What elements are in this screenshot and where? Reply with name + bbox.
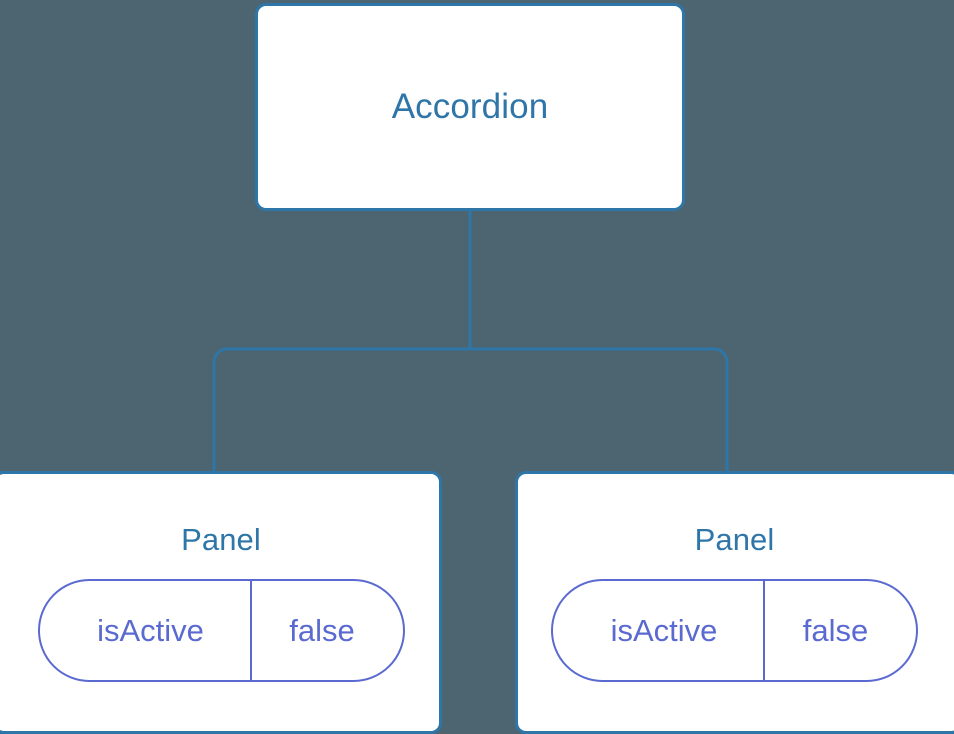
node-accordion-title: Accordion: [391, 87, 549, 126]
edge-root-to-panel-0: [212, 347, 470, 474]
node-panel-1-state-value: false: [802, 612, 869, 648]
node-accordion[interactable]: Accordion: [255, 3, 685, 211]
edge-root-to-panel-1: [470, 347, 729, 474]
node-panel-0-state-pill[interactable]: isActive false: [37, 579, 405, 682]
node-panel-1[interactable]: Panel isActive false: [515, 471, 954, 734]
node-panel-1-state-pill[interactable]: isActive false: [551, 579, 918, 682]
node-panel-0-title: Panel: [181, 522, 261, 557]
node-panel-0-state-key: isActive: [40, 581, 252, 680]
node-panel-1-title: Panel: [694, 522, 775, 557]
node-panel-0[interactable]: Panel isActive false: [0, 471, 442, 734]
node-panel-0-state-value: false: [289, 612, 355, 648]
node-panel-1-state-key: isActive: [553, 581, 765, 680]
